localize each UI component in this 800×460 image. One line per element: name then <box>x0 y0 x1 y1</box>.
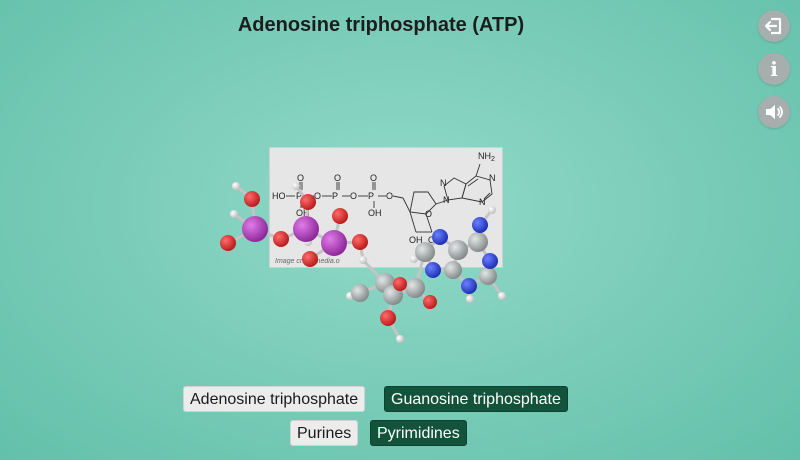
oxygen-label: O <box>334 173 341 183</box>
phosphate-oh-label: OH <box>296 208 310 218</box>
phosphorus-label: P <box>368 191 374 201</box>
speaker-icon <box>766 105 783 119</box>
phosphorus-atoms <box>242 216 347 256</box>
oxygen-label: O <box>350 191 357 201</box>
answer-purines[interactable]: Purines <box>290 420 359 446</box>
phosphorus-label: P <box>296 191 302 201</box>
nh2-label: NH2 <box>478 151 495 163</box>
phosphate-oh-label: OH <box>368 208 382 218</box>
oxygen-label: O <box>425 209 432 219</box>
answer-guanosine-triphosphate[interactable]: Guanosine triphosphate <box>384 386 568 412</box>
info-icon: i <box>770 57 778 81</box>
exit-button[interactable] <box>758 10 790 42</box>
info-button[interactable]: i <box>758 53 790 85</box>
nitrogen-atoms <box>425 217 498 294</box>
answer-pyrimidines[interactable]: Pyrimidines <box>370 420 467 446</box>
answer-adenosine-triphosphate[interactable]: Adenosine triphosphate <box>183 386 366 412</box>
oxygen-label: O <box>314 191 321 201</box>
nitrogen-label: N <box>443 195 450 205</box>
oxygen-label: O <box>386 191 393 201</box>
exit-icon <box>764 17 782 35</box>
page-title: Adenosine triphosphate (ATP) <box>237 14 525 36</box>
ho-label: HO <box>272 191 286 201</box>
oxygen-atoms <box>220 191 437 326</box>
sound-button[interactable] <box>758 96 790 128</box>
ribose-oh-label: OH <box>409 235 423 245</box>
oxygen-label: O <box>370 173 377 183</box>
nitrogen-label: N <box>479 197 486 207</box>
phosphorus-label: P <box>332 191 338 201</box>
nitrogen-label: N <box>489 173 496 183</box>
nitrogen-label: N <box>440 178 447 188</box>
hydrogen-atoms <box>230 182 506 343</box>
oxygen-label: O <box>297 173 304 183</box>
